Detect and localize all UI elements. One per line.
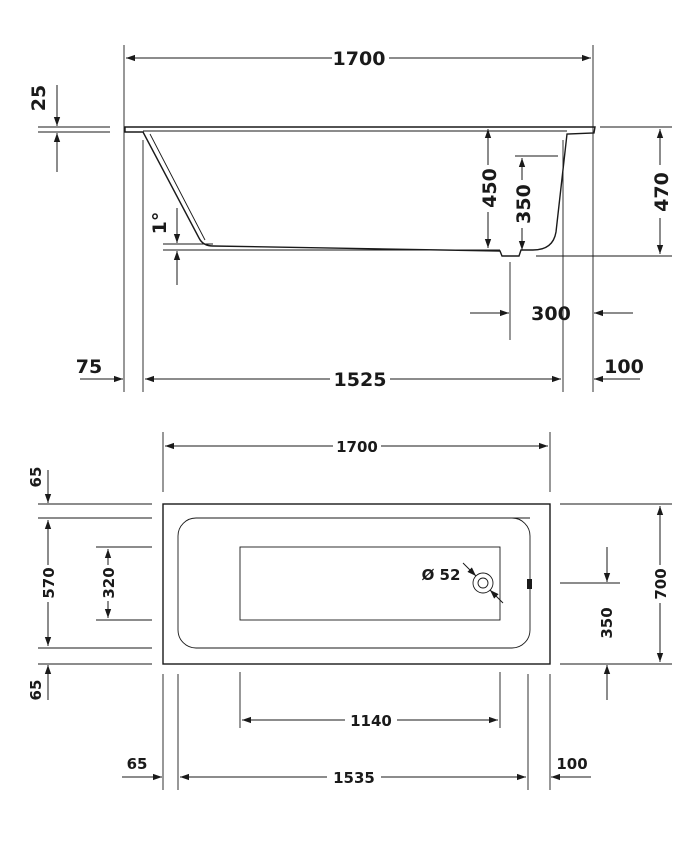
dim-side-inner-depth: 450: [479, 168, 501, 208]
dim-plan-floor-width: 320: [100, 567, 118, 598]
dim-plan-right-rim: 100: [556, 755, 587, 773]
dim-plan-top-rim: 65: [27, 467, 45, 488]
dim-plan-overall-width: 700: [652, 568, 670, 599]
dim-side-inner-bottom-length: 1525: [334, 369, 387, 391]
dim-side-left-rim: 75: [76, 356, 102, 378]
drain-leader-out: [489, 589, 504, 604]
drain-inner-icon: [477, 577, 489, 589]
plan-view: Ø 52 1700 65 570 320: [27, 432, 672, 790]
dim-side-drain-depth: 350: [513, 184, 535, 224]
side-view: 1700 25 450 350 470 1° 300 75 1525: [28, 45, 673, 392]
dim-plan-drain-position: 350: [598, 607, 616, 638]
tub-side-profile: [124, 126, 596, 257]
dim-side-overall-length: 1700: [333, 48, 386, 70]
dim-side-slope-angle: 1°: [149, 212, 171, 235]
tub-outer-rim: [162, 503, 551, 665]
dim-side-drain-offset: 300: [531, 303, 571, 325]
dim-plan-drain-diameter: Ø 52: [422, 566, 461, 584]
dim-plan-left-rim: 65: [127, 755, 148, 773]
overflow-marker: [527, 579, 532, 589]
dim-plan-bottom-rim: 65: [27, 680, 45, 701]
dim-plan-overall-length: 1700: [336, 438, 378, 456]
dim-plan-inner-width: 570: [40, 567, 58, 598]
drain-outer-icon: [472, 572, 494, 594]
tub-inner-basin: [177, 517, 531, 649]
drain-leader-in: [462, 562, 477, 577]
dim-side-overall-height: 470: [651, 172, 673, 212]
dim-side-rim-thickness: 25: [28, 85, 50, 111]
tub-floor-area: [239, 546, 501, 621]
dim-side-right-rim: 100: [604, 356, 644, 378]
inner-wall-line: [149, 133, 206, 241]
dim-plan-inner-length: 1535: [333, 769, 375, 787]
dim-plan-floor-length: 1140: [350, 712, 392, 730]
